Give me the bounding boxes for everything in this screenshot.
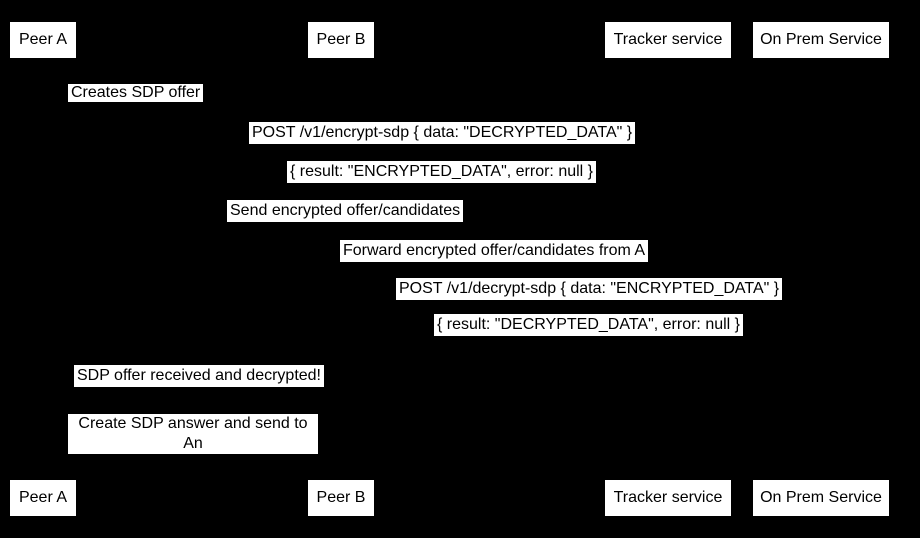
message-forward-encrypted-offer: Forward encrypted offer/candidates from … xyxy=(340,240,649,262)
actor-top-tracker-service: Tracker service xyxy=(605,22,731,58)
note-sdp-offer-received: SDP offer received and decrypted! xyxy=(74,365,324,387)
message-send-encrypted-offer: Send encrypted offer/candidates xyxy=(227,200,464,222)
actor-bottom-tracker-service: Tracker service xyxy=(605,480,731,516)
message-encrypt-sdp-response: { result: "ENCRYPTED_DATA", error: null … xyxy=(287,161,597,183)
note-create-sdp-answer: Create SDP answer and send to An using t… xyxy=(68,414,318,472)
actor-top-on-prem-service: On Prem Service xyxy=(753,22,889,58)
message-decrypt-sdp-request: POST /v1/decrypt-sdp { data: "ENCRYPTED_… xyxy=(396,278,783,300)
note-creates-sdp-offer: Creates SDP offer xyxy=(68,84,204,102)
actor-top-peer-a: Peer A xyxy=(10,22,76,58)
actor-bottom-peer-b: Peer B xyxy=(308,480,374,516)
actor-bottom-on-prem-service: On Prem Service xyxy=(753,480,889,516)
actor-bottom-peer-a: Peer A xyxy=(10,480,76,516)
note-create-sdp-answer-line2: using the same mechanism xyxy=(95,455,291,472)
actor-top-peer-b: Peer B xyxy=(308,22,374,58)
message-decrypt-sdp-response: { result: "DECRYPTED_DATA", error: null … xyxy=(434,314,744,336)
note-create-sdp-answer-line1: Create SDP answer and send to An xyxy=(78,415,308,452)
message-encrypt-sdp-request: POST /v1/encrypt-sdp { data: "DECRYPTED_… xyxy=(249,122,636,144)
